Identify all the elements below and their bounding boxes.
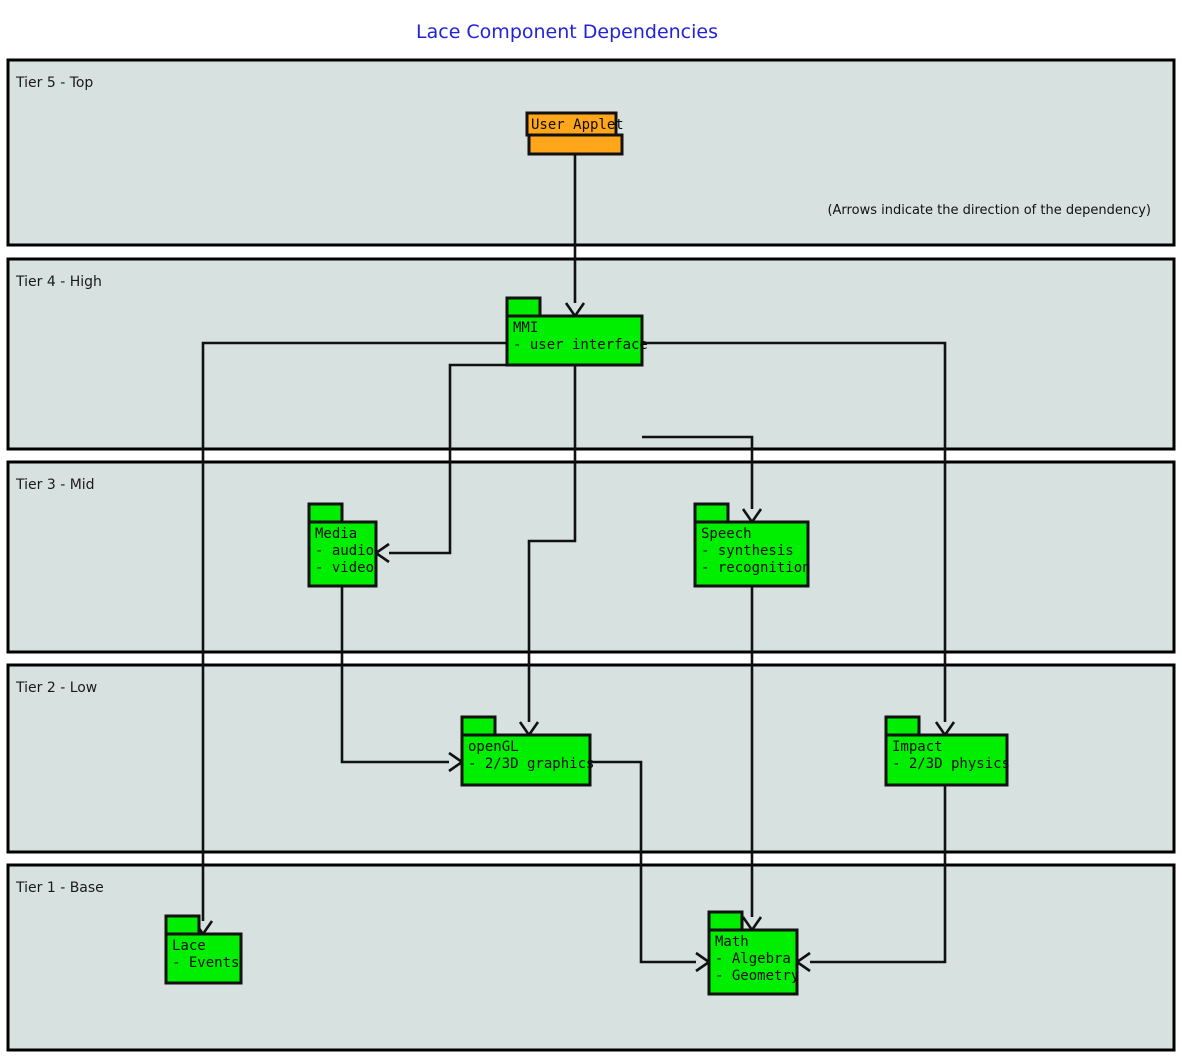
package-detail-line: - video: [315, 560, 374, 576]
package-label: Lace: [172, 938, 206, 954]
connector-line: [527, 365, 577, 722]
connector-line: [201, 341, 507, 921]
package-tab: [707, 910, 744, 932]
connector-line: [590, 760, 696, 964]
package-math[interactable]: Math- Algebra- Geometry: [707, 910, 799, 996]
package-tab: [307, 502, 344, 524]
package-label: Impact: [892, 739, 943, 755]
tier-panel-tier3: Tier 3 - Mid: [6, 460, 1176, 654]
package-body: [707, 928, 799, 996]
tier-label-tier4: Tier 4 - High: [15, 274, 102, 290]
package-tab: [164, 914, 201, 936]
package-body: [693, 520, 810, 588]
package-label: openGL: [468, 739, 519, 755]
package-user-applet[interactable]: User Applet: [525, 111, 624, 156]
package-tab: [505, 296, 542, 318]
package-detail-line: - 2/3D graphics: [468, 756, 594, 772]
connector-line: [340, 586, 449, 764]
connector-line: [642, 435, 754, 509]
package-media[interactable]: Media- audio- video: [307, 502, 378, 588]
tier-label-tier2: Tier 2 - Low: [15, 680, 97, 696]
package-tab: [884, 715, 921, 737]
package-label: MMI: [513, 320, 538, 336]
connector-line: [389, 363, 507, 555]
package-opengl[interactable]: openGL- 2/3D graphics: [460, 715, 594, 787]
package-body: [164, 932, 243, 985]
package-label: Media: [315, 526, 357, 542]
package-detail-line: - Events: [172, 955, 239, 971]
page-title: Lace Component Dependencies: [416, 21, 718, 43]
connector-line: [810, 785, 947, 964]
connector-line: [642, 341, 947, 722]
package-lace[interactable]: Lace- Events: [164, 914, 243, 985]
tier-rect: [6, 460, 1176, 654]
package-body: [884, 733, 1009, 787]
tier-label-tier1: Tier 1 - Base: [15, 880, 104, 896]
tier-label-tier5: Tier 5 - Top: [15, 75, 93, 91]
package-detail-line: - audio: [315, 543, 374, 559]
package-impact[interactable]: Impact- 2/3D physics: [884, 715, 1010, 787]
package-label: Math: [715, 934, 749, 950]
package-tab: [693, 502, 730, 524]
package-detail-line: - user interface: [513, 337, 648, 353]
package-detail-line: - synthesis: [701, 543, 794, 559]
package-body: [307, 520, 378, 588]
package-mmi[interactable]: MMI- user interface: [505, 296, 648, 367]
arrow-direction-note: (Arrows indicate the direction of the de…: [827, 203, 1151, 218]
package-detail-line: - Algebra: [715, 951, 791, 967]
package-label: Speech: [701, 526, 752, 542]
package-body: [527, 133, 624, 156]
package-label: User Applet: [531, 117, 624, 133]
package-detail-line: - 2/3D physics: [892, 756, 1010, 772]
package-detail-line: - recognition: [701, 560, 811, 576]
package-detail-line: - Geometry: [715, 968, 799, 984]
package-body: [505, 314, 644, 367]
package-body: [460, 733, 592, 787]
connection-layer: [192, 154, 956, 973]
tier-label-tier3: Tier 3 - Mid: [15, 477, 95, 493]
package-speech[interactable]: Speech- synthesis- recognition: [693, 502, 811, 588]
package-tab: [460, 715, 497, 737]
